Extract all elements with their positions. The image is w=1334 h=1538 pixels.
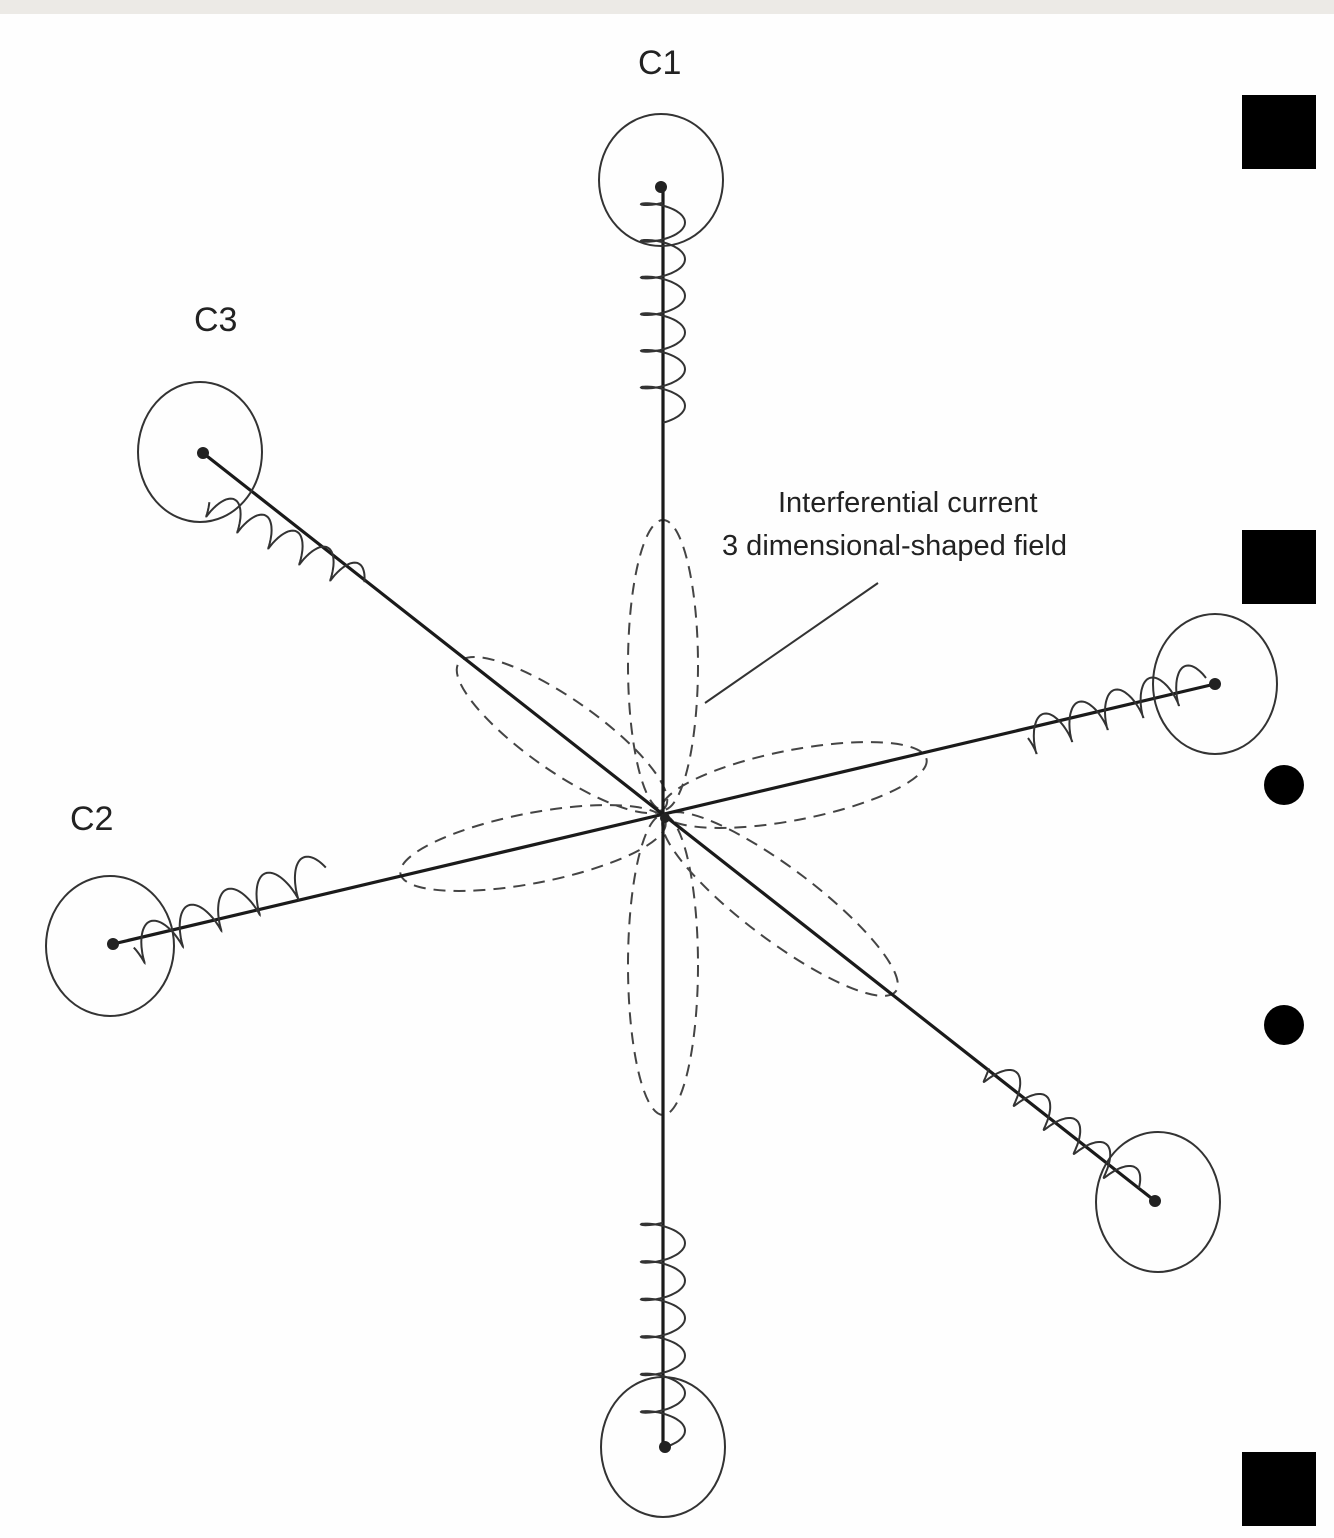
electrode-point-c3-upper [197, 447, 209, 459]
label-c2: C2 [70, 800, 113, 838]
electrode-ring-c1-top [598, 113, 724, 247]
annotation-line1: Interferential current [778, 487, 1038, 519]
axis-c3 [202, 451, 1156, 1203]
field-lobe-right [660, 741, 928, 829]
electrode-point-c1-top [655, 181, 667, 193]
center-point [660, 813, 670, 823]
electrode-ring-c3-lower [1095, 1131, 1221, 1273]
top-bar [0, 0, 1334, 14]
field-lobe-upper-left [455, 655, 669, 815]
field-lobe-left [399, 804, 667, 892]
side-marker-square [1242, 95, 1316, 169]
side-marker-dot [1264, 1005, 1304, 1045]
side-marker-square [1242, 1452, 1316, 1526]
electrode-point-c2-right [1209, 678, 1221, 690]
electrode-points [107, 181, 1221, 1453]
coils [133, 201, 1207, 1449]
label-c3: C3 [194, 301, 237, 339]
electrode-ring-c2-left [45, 875, 175, 1017]
electrode-ring-c2-right [1152, 613, 1278, 755]
side-marker-square [1242, 530, 1316, 604]
coil-c3-upper [205, 497, 366, 583]
coil-c1-bottom [639, 1221, 687, 1449]
side-markers [1242, 95, 1316, 1526]
coil-c2-right [1027, 664, 1207, 755]
annotation-line2: 3 dimensional-shaped field [722, 530, 1067, 562]
coil-c3-lower [982, 1067, 1142, 1189]
field-lobe-down [627, 814, 699, 1116]
electrode-ring-c3-upper [137, 381, 263, 523]
electrode-point-c3-lower [1149, 1195, 1161, 1207]
coil-c1-top [639, 201, 687, 424]
annotation-leader-line [704, 582, 879, 704]
electrode-point-c1-bottom [659, 1441, 671, 1453]
side-marker-dot [1264, 765, 1304, 805]
label-c1: C1 [638, 44, 681, 82]
coil-c2-left [133, 855, 327, 966]
electrode-point-c2-left [107, 938, 119, 950]
electrode-rings [45, 113, 1278, 1518]
